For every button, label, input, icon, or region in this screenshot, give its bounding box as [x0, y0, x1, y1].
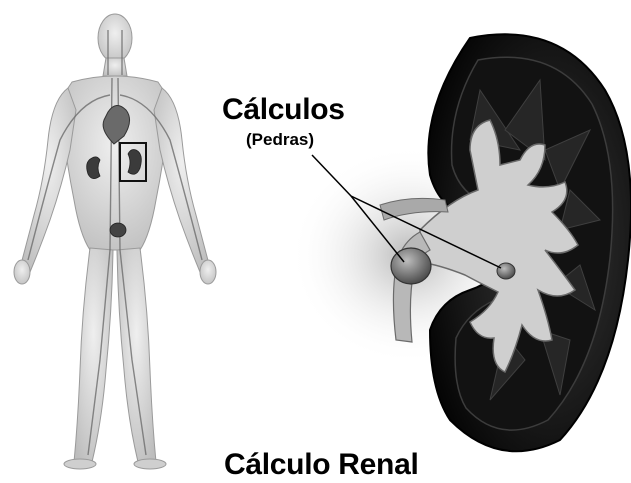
diagram-caption: Cálculo Renal [224, 448, 418, 482]
human-body-illustration [14, 14, 216, 469]
stones-subtitle: (Pedras) [246, 130, 314, 150]
stones-title: Cálculos [222, 93, 345, 127]
